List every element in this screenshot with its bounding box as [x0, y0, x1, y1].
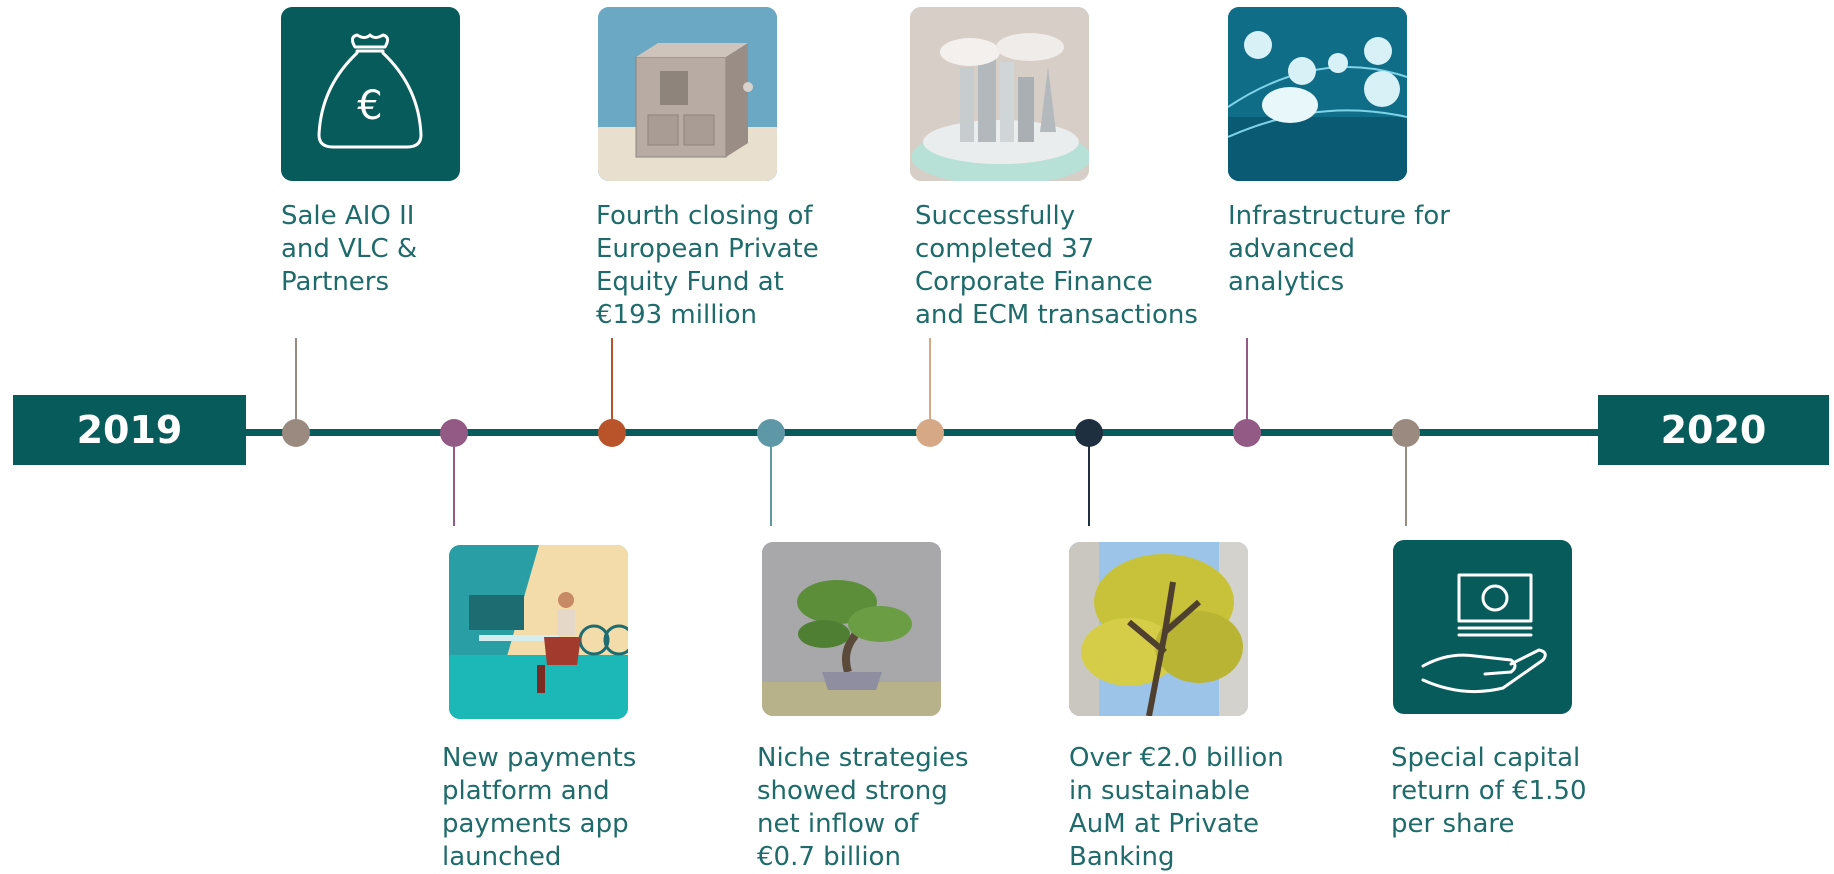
- timeline-dot: [1075, 419, 1103, 447]
- person-at-desk-illustration: [449, 545, 628, 719]
- timeline-dot: [916, 419, 944, 447]
- start-year-label: 2019: [76, 408, 183, 452]
- safe-box-image: [598, 7, 777, 181]
- timeline-dot: [757, 419, 785, 447]
- tree-canopy-image: [1069, 542, 1248, 716]
- timeline-dot: [1233, 419, 1261, 447]
- timeline-dot: [1392, 419, 1420, 447]
- data-network-image: [1228, 7, 1407, 181]
- timeline-dot: [440, 419, 468, 447]
- event-label-sale-aio: Sale AIO II and VLC & Partners: [281, 201, 418, 297]
- event-label-sustainable-aum: Over €2.0 billion in sustainable AuM at …: [1069, 743, 1284, 872]
- event-label-payments: New payments platform and payments app l…: [442, 743, 637, 872]
- connector-line: [611, 338, 613, 433]
- event-label-fourth-closing: Fourth closing of European Private Equit…: [596, 201, 819, 330]
- connector-line: [453, 446, 455, 526]
- timeline-dot: [282, 419, 310, 447]
- timeline-dot: [598, 419, 626, 447]
- bonsai-tree-image: [762, 542, 941, 716]
- connector-line: [929, 338, 931, 433]
- connector-line: [295, 338, 297, 433]
- city-model-image: [910, 7, 1089, 181]
- connector-line: [770, 446, 772, 526]
- event-label-niche-strategies: Niche strategies showed strong net inflo…: [757, 743, 969, 872]
- end-year-label: 2020: [1660, 408, 1767, 452]
- connector-line: [1246, 338, 1248, 433]
- end-year-block: 2020: [1598, 395, 1829, 465]
- money-bag-euro-icon: €: [281, 7, 460, 181]
- connector-line: [1405, 446, 1407, 526]
- connector-line: [1088, 446, 1090, 526]
- hand-banknote-icon: [1393, 540, 1572, 714]
- svg-text:€: €: [357, 83, 382, 129]
- event-label-infrastructure: Infrastructure for advanced analytics: [1228, 201, 1450, 297]
- event-label-capital-return: Special capital return of €1.50 per shar…: [1391, 743, 1587, 839]
- event-label-corporate-finance: Successfully completed 37 Corporate Fina…: [915, 201, 1198, 330]
- start-year-block: 2019: [13, 395, 246, 465]
